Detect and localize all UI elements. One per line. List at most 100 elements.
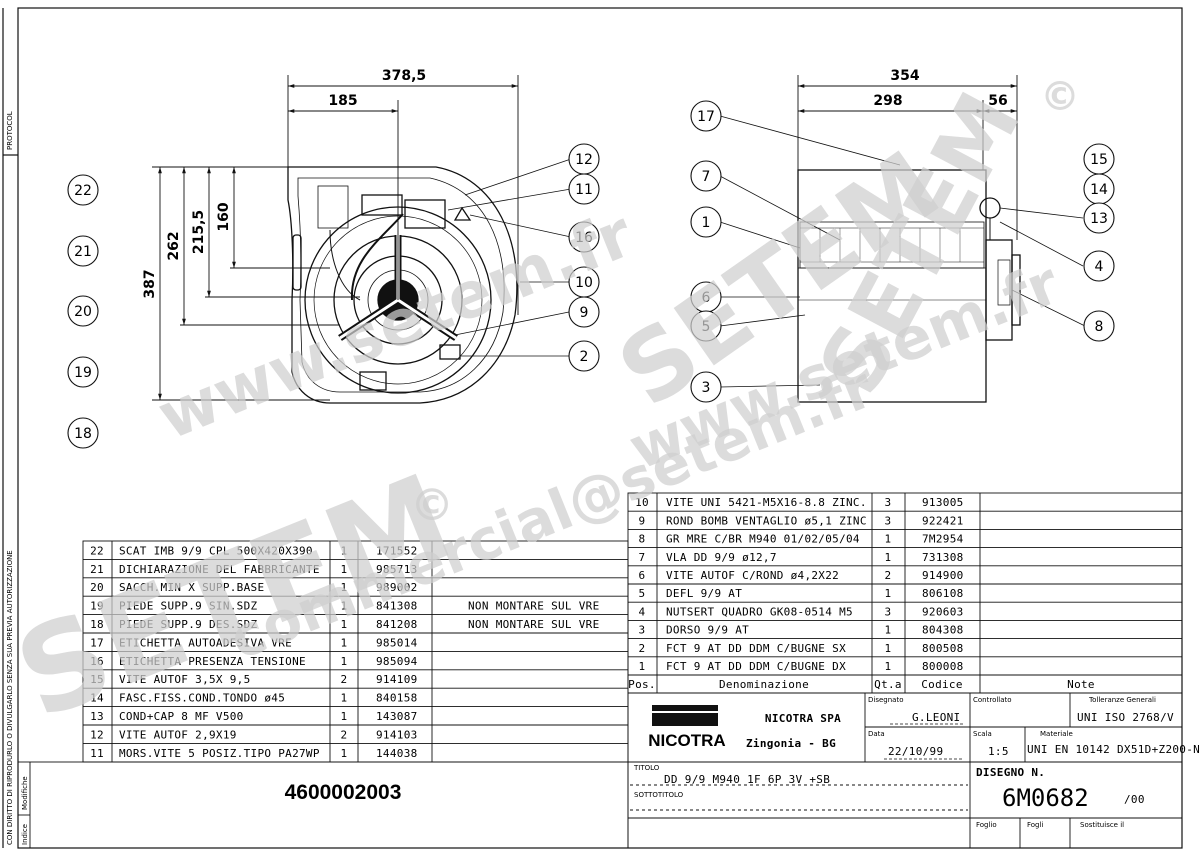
svg-text:6: 6 [702, 290, 711, 306]
bom-cell-desc: VITE AUTOF 3,5X 9,5 [119, 673, 251, 686]
svg-text:21: 21 [74, 244, 92, 260]
svg-text:NICOTRA: NICOTRA [648, 731, 725, 750]
drawing-no-label: DISEGNO N. [976, 766, 1045, 779]
svg-text:©: © [410, 480, 454, 531]
bom-cell-pos: 19 [90, 600, 104, 613]
header-desc: Denominazione [719, 678, 809, 691]
dim-front-h3: 160 [216, 202, 232, 231]
dim-front-h2: 215,5 [191, 210, 207, 254]
title-label: TITOLO [633, 764, 660, 772]
bom-cell-desc: ETICHETTA AUTOADESIVA VRE [119, 636, 292, 649]
sheet-label: Foglio [976, 821, 997, 829]
bom-cell-pos: 9 [639, 514, 646, 527]
bom-cell-desc: DICHIARAZIONE DEL FABBRICANTE [119, 563, 320, 576]
bom-cell-pos: 17 [90, 636, 104, 649]
tolerance-value: UNI ISO 2768/V [1077, 711, 1174, 724]
bom-cell-pos: 5 [639, 587, 646, 600]
balloon-3: 3 [690, 371, 722, 403]
bom-cell-qty: 1 [885, 533, 892, 546]
bom-cell-pos: 11 [90, 747, 104, 760]
bom-cell-qty: 1 [341, 710, 348, 723]
bom-cell-qty: 1 [885, 551, 892, 564]
svg-text:17: 17 [697, 109, 715, 125]
bom-cell-qty: 1 [885, 624, 892, 637]
drawn-by: G.LEONI [912, 711, 960, 724]
sheets-label: Fogli [1027, 821, 1043, 829]
modifications-block [17, 761, 629, 849]
bom-cell-code: 841308 [376, 600, 418, 613]
balloon-2: 2 [568, 340, 600, 372]
bom-cell-desc: DORSO 9/9 AT [666, 624, 749, 637]
side-dimensions [797, 75, 1018, 240]
nicotra-logo: NICOTRA [648, 705, 726, 750]
part-number: 4600002003 [285, 781, 402, 804]
bom-cell-qty: 1 [341, 747, 348, 760]
svg-text:11: 11 [575, 182, 593, 198]
front-view [287, 166, 518, 404]
bom-cell-pos: 15 [90, 673, 104, 686]
balloon-13: 13 [1083, 202, 1115, 234]
bom-cell-pos: 14 [90, 692, 104, 705]
svg-text:10: 10 [575, 275, 593, 291]
bom-cell-pos: 12 [90, 728, 104, 741]
svg-text:20: 20 [74, 304, 92, 320]
svg-text:12: 12 [575, 152, 593, 168]
bom-cell-pos: 6 [639, 569, 646, 582]
svg-text:9: 9 [580, 305, 589, 321]
checked-label: Controllato [973, 696, 1012, 704]
dim-front-half-width: 185 [328, 93, 357, 109]
bom-cell-code: 920603 [922, 605, 964, 618]
bom-cell-qty: 1 [341, 600, 348, 613]
bom-cell-code: 989002 [376, 581, 418, 594]
balloon-10: 10 [568, 266, 600, 298]
bom-cell-desc: VITE UNI 5421-M5X16-8.8 ZINC. [666, 496, 867, 509]
bom-cell-code: 922421 [922, 514, 964, 527]
balloon-14: 14 [1083, 173, 1115, 205]
bom-cell-desc: FCT 9 AT DD DDM C/BUGNE SX [666, 642, 846, 655]
svg-text:15: 15 [1090, 152, 1108, 168]
bom-left-grid [82, 540, 629, 763]
legal-notice: CON DIRITTO DI RIPRODURLO O DIVULGARLO S… [6, 550, 14, 845]
svg-text:3: 3 [702, 380, 711, 396]
bom-cell-code: 914900 [922, 569, 964, 582]
balloons-left: 22 21 20 19 18 [67, 174, 99, 449]
bom-cell-pos: 8 [639, 533, 646, 546]
svg-text:www.setem.fr: www.setem.fr [620, 249, 1069, 483]
bom-cell-code: 914109 [376, 673, 418, 686]
svg-text:4: 4 [1095, 259, 1104, 275]
bom-cell-desc: SACCH.MIN X SUPP.BASE [119, 581, 264, 594]
bom-cell-code: 800008 [922, 660, 964, 673]
balloon-15: 15 [1083, 143, 1115, 175]
bom-cell-code: 914103 [376, 728, 418, 741]
svg-text:14: 14 [1090, 182, 1108, 198]
svg-text:16: 16 [575, 230, 593, 246]
protocol-label: PROTOCOL [6, 111, 14, 150]
bom-cell-desc: COND+CAP 8 MF V500 [119, 710, 244, 723]
bom-cell-code: 804308 [922, 624, 964, 637]
bom-cell-qty: 3 [885, 514, 892, 527]
drawing-title: DD 9/9 M940 1F 6P 3V +SB [664, 773, 830, 786]
modifiche-label: Modifiche [21, 776, 29, 810]
date-value: 22/10/99 [888, 745, 943, 758]
material-label: Materiale [1040, 730, 1073, 738]
bom-cell-qty: 1 [341, 618, 348, 631]
company-location: Zingonia - BG [746, 737, 836, 750]
drawn-label: Disegnato [868, 696, 904, 704]
bom-cell-desc: GR MRE C/BR M940 01/02/05/04 [666, 533, 860, 546]
